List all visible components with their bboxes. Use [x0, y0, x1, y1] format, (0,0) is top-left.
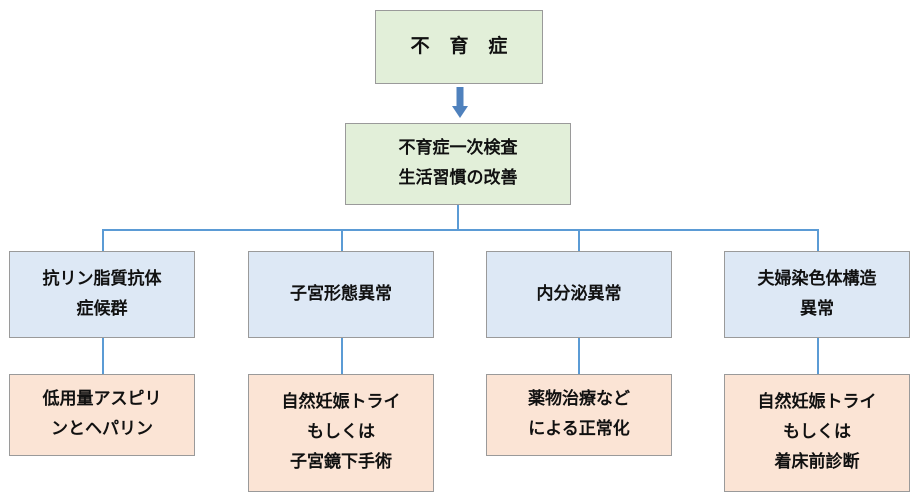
connector-branch-2	[341, 229, 343, 251]
treatment-2-line-1: 自然妊娠トライ	[281, 392, 401, 413]
screening-node: 不育症一次検査 生活習慣の改善	[345, 123, 571, 205]
treatment-4-line-3: 着床前診断	[774, 451, 860, 472]
treatment-node-preimplantation-diagnosis: 自然妊娠トライ もしくは 着床前診断	[724, 374, 910, 492]
cause-node-antiphospholipid: 抗リン脂質抗体 症候群	[9, 251, 195, 338]
connector-treatment-3	[578, 338, 580, 374]
cause-node-endocrine: 内分泌異常	[486, 251, 672, 338]
cause-4-line-1: 夫婦染色体構造	[757, 268, 877, 289]
treatment-2-line-2: もしくは	[307, 422, 375, 443]
screening-line-2: 生活習慣の改善	[398, 168, 518, 188]
treatment-4-line-1: 自然妊娠トライ	[757, 392, 877, 413]
down-arrow-icon	[452, 87, 468, 118]
treatment-1-line-2: ンとヘパリン	[51, 419, 153, 439]
connector-horizontal	[102, 229, 819, 231]
cause-node-chromosome: 夫婦染色体構造 異常	[724, 251, 910, 338]
connector-branch-1	[102, 229, 104, 251]
treatment-2-line-3: 子宮鏡下手術	[290, 451, 392, 472]
treatment-node-medication: 薬物治療など による正常化	[486, 374, 672, 456]
treatment-node-hysteroscopic-surgery: 自然妊娠トライ もしくは 子宮鏡下手術	[248, 374, 434, 492]
connector-treatment-2	[341, 338, 343, 374]
connector-treatment-4	[817, 338, 819, 374]
cause-node-uterine-anomaly: 子宮形態異常	[248, 251, 434, 338]
cause-1-line-2: 症候群	[76, 298, 128, 319]
root-node-label: 不 育 症	[410, 35, 515, 58]
root-node-infertility: 不 育 症	[375, 10, 543, 84]
treatment-3-line-1: 薬物治療など	[528, 389, 630, 410]
treatment-4-line-2: もしくは	[783, 422, 851, 443]
cause-1-line-1: 抗リン脂質抗体	[42, 268, 162, 289]
cause-2-line-1: 子宮形態異常	[290, 283, 392, 304]
cause-4-line-2: 異常	[800, 298, 834, 319]
treatment-1-line-1: 低用量アスピリ	[42, 389, 162, 410]
connector-branch-4	[817, 229, 819, 251]
connector-treatment-1	[102, 338, 104, 374]
connector-branch-3	[578, 229, 580, 251]
cause-3-line-1: 内分泌異常	[536, 283, 622, 304]
treatment-node-aspirin-heparin: 低用量アスピリ ンとヘパリン	[9, 374, 195, 456]
treatment-3-line-2: による正常化	[528, 419, 630, 439]
screening-line-1: 不育症一次検査	[398, 138, 518, 159]
connector-trunk	[457, 205, 459, 230]
